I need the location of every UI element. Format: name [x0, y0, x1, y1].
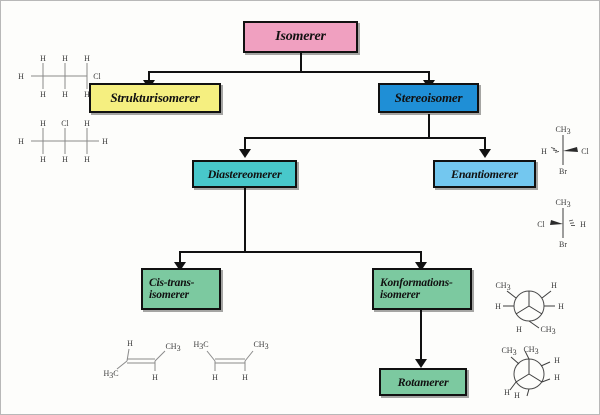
svg-text:H: H	[84, 54, 90, 63]
svg-text:Br: Br	[559, 240, 567, 249]
structure-1-chloropropane: H H H H H H H Cl	[13, 49, 103, 99]
connector-to-enantiomerer	[484, 137, 486, 150]
connector-to-strukturisomerer	[148, 71, 150, 81]
node-konformations-isomerer-label-line2: isomerer	[380, 289, 420, 301]
connector-stereoisomer-down	[428, 114, 430, 137]
svg-text:H: H	[84, 155, 90, 164]
svg-text:H3C: H3C	[103, 369, 118, 380]
connector-row1-horizontal	[148, 71, 429, 73]
svg-text:H: H	[516, 325, 522, 334]
svg-text:H: H	[541, 147, 547, 156]
svg-text:CH3: CH3	[540, 325, 555, 336]
svg-text:H: H	[554, 356, 560, 365]
svg-text:H: H	[558, 302, 564, 311]
arrow-to-diastereomerer	[239, 149, 251, 158]
svg-text:H: H	[102, 137, 108, 146]
structure-trans-2-butene: H CH3 H3C H	[103, 333, 181, 383]
svg-text:Cl: Cl	[93, 72, 101, 81]
svg-text:H: H	[495, 302, 501, 311]
svg-text:CH3: CH3	[555, 198, 570, 209]
svg-text:CH3: CH3	[555, 125, 570, 136]
svg-text:H: H	[514, 391, 520, 400]
svg-text:H: H	[62, 90, 68, 99]
svg-text:H: H	[40, 90, 46, 99]
svg-text:Cl: Cl	[537, 220, 545, 229]
svg-text:H: H	[212, 373, 218, 382]
svg-text:H: H	[554, 373, 560, 382]
svg-text:CH3: CH3	[501, 346, 516, 357]
connector-row2-horizontal	[244, 137, 486, 139]
svg-text:H: H	[18, 72, 24, 81]
connector-to-konformations	[420, 251, 422, 263]
structure-newman-eclipsed: CH3 CH3 H H H H	[495, 345, 567, 402]
connector-to-diastereomerer	[244, 137, 246, 150]
svg-text:Br: Br	[559, 167, 567, 176]
svg-text:Cl: Cl	[581, 147, 589, 156]
connector-diastereomerer-down	[244, 188, 246, 251]
connector-to-cis-trans	[179, 251, 181, 263]
node-stereoisomer-label: Stereoisomer	[394, 90, 463, 106]
node-konformations-isomerer[interactable]: Konformations- isomerer	[372, 268, 472, 310]
node-isomerer-label: Isomerer	[275, 28, 326, 44]
structure-newman-staggered: CH3 H H H H CH3	[493, 278, 565, 336]
svg-text:H: H	[40, 119, 46, 128]
svg-text:H: H	[84, 119, 90, 128]
arrow-to-konformations	[415, 262, 427, 271]
node-stereoisomer[interactable]: Stereoisomer	[378, 83, 479, 113]
svg-text:H: H	[504, 388, 510, 397]
node-enantiomerer-label: Enantiomerer	[451, 166, 518, 181]
structure-stereocenter-r: CH3 H Cl Br	[531, 121, 595, 179]
svg-text:H3C: H3C	[193, 340, 208, 351]
svg-text:H: H	[152, 373, 158, 382]
svg-text:H: H	[62, 54, 68, 63]
node-enantiomerer[interactable]: Enantiomerer	[433, 160, 536, 188]
node-diastereomerer-label: Diastereomerer	[207, 166, 282, 181]
connector-to-stereoisomer	[428, 71, 430, 81]
node-rotamerer-label: Rotamerer	[397, 374, 449, 389]
arrow-to-enantiomerer	[479, 149, 491, 158]
svg-text:H: H	[127, 339, 133, 348]
node-konformations-isomerer-label-line1: Konformations-	[380, 276, 453, 289]
node-cis-trans-isomerer[interactable]: Cis-trans- isomerer	[141, 268, 221, 310]
svg-text:H: H	[580, 220, 586, 229]
arrow-to-cis-trans	[174, 262, 186, 271]
structure-cis-2-butene: H3C CH3 H H	[191, 333, 271, 383]
connector-konformations-down	[420, 310, 422, 362]
svg-text:Cl: Cl	[61, 119, 69, 128]
node-diastereomerer[interactable]: Diastereomerer	[192, 160, 297, 188]
node-isomerer[interactable]: Isomerer	[243, 21, 358, 53]
connector-isomerer-down	[300, 53, 302, 73]
node-cis-trans-isomerer-label-line1: Cis-trans-	[149, 276, 195, 289]
svg-text:H: H	[18, 137, 24, 146]
node-strukturisomerer-label: Strukturisomerer	[110, 90, 200, 106]
svg-text:CH3: CH3	[253, 340, 268, 351]
structure-stereocenter-s: CH3 Cl H Br	[529, 194, 595, 252]
node-cis-trans-isomerer-label-line2: isomerer	[149, 289, 189, 301]
connector-row3-horizontal	[179, 251, 421, 253]
svg-text:CH3: CH3	[495, 281, 510, 292]
node-rotamerer[interactable]: Rotamerer	[379, 368, 467, 396]
arrow-to-rotamerer	[415, 359, 427, 368]
svg-text:CH3: CH3	[523, 345, 538, 356]
node-strukturisomerer[interactable]: Strukturisomerer	[89, 83, 221, 113]
svg-text:H: H	[84, 90, 90, 99]
svg-text:H: H	[551, 281, 557, 290]
svg-text:CH3: CH3	[165, 342, 180, 353]
structure-2-chloropropane: H H Cl H H H H H	[13, 114, 108, 164]
svg-text:H: H	[62, 155, 68, 164]
svg-text:H: H	[40, 54, 46, 63]
svg-text:H: H	[242, 373, 248, 382]
svg-text:H: H	[40, 155, 46, 164]
